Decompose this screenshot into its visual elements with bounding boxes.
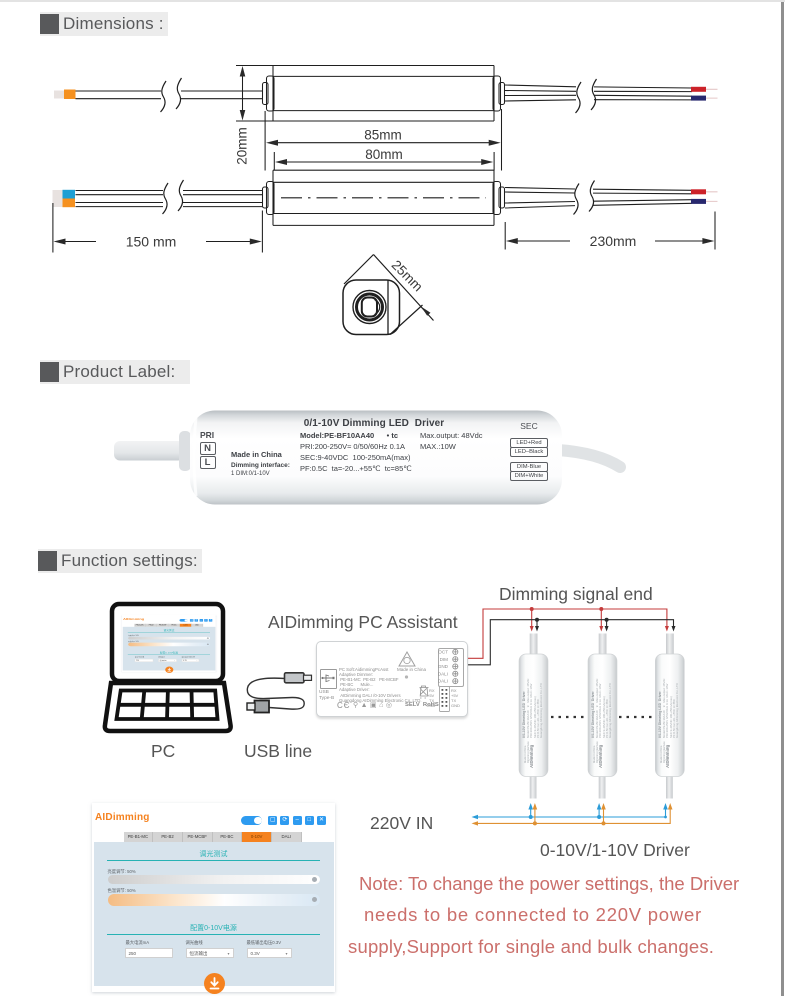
svg-text:+5V: +5V: [451, 693, 459, 698]
svg-text:20mm: 20mm: [235, 127, 250, 165]
svg-text:RX: RX: [451, 688, 457, 693]
svg-text:GND: GND: [438, 664, 449, 669]
svg-text:TX: TX: [451, 698, 456, 703]
svg-text:230mm: 230mm: [590, 233, 637, 249]
svg-text:GND: GND: [427, 703, 436, 708]
svg-text:150 mm: 150 mm: [126, 234, 177, 250]
svg-text:DIM: DIM: [440, 657, 449, 662]
svg-text:OCT: OCT: [438, 650, 448, 655]
svg-text:80mm: 80mm: [365, 147, 403, 162]
svg-text:DALI: DALI: [438, 679, 448, 684]
svg-text:GND: GND: [451, 703, 460, 708]
svg-text:TX: TX: [429, 698, 434, 703]
svg-text:+5V: +5V: [427, 693, 435, 698]
svg-text:85mm: 85mm: [364, 128, 402, 143]
svg-text:RX: RX: [429, 688, 435, 693]
svg-text:DALI: DALI: [438, 671, 448, 676]
